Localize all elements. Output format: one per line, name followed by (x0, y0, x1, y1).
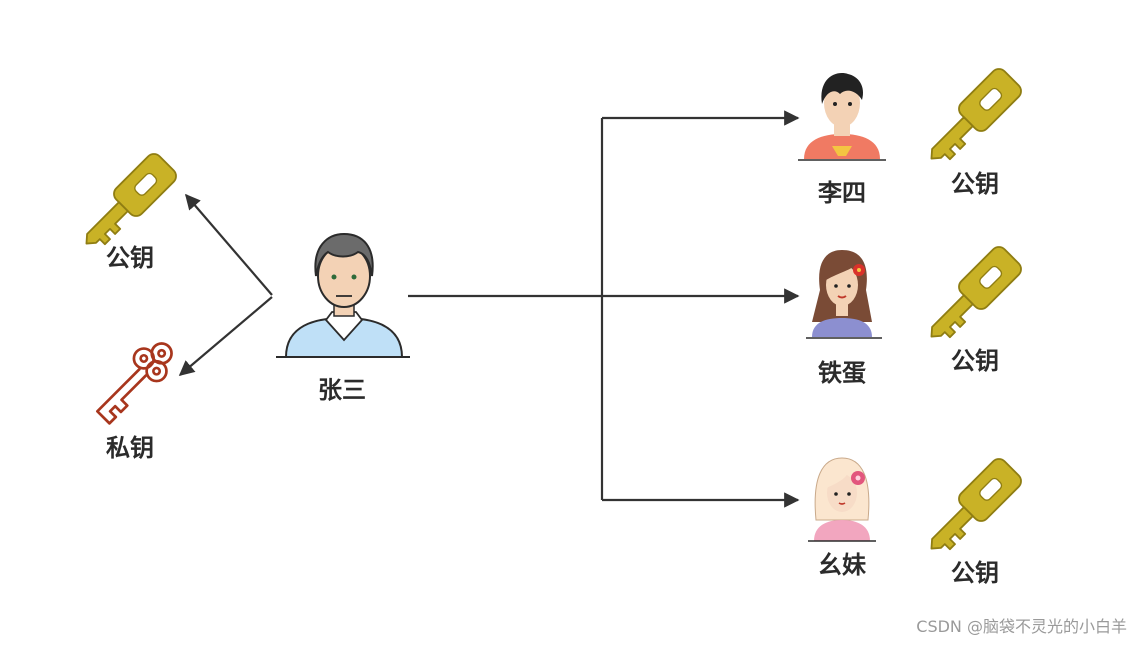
owner-private-key-label: 私钥 (106, 434, 154, 462)
recipient-key-label-3: 公钥 (951, 559, 999, 587)
arrow-to-public-key (184, 193, 273, 296)
recipient-avatar-3 (808, 457, 876, 542)
recipient-name-2: 铁蛋 (818, 359, 866, 387)
recipient-name-3: 幺妹 (818, 551, 866, 579)
recipient-key-label-1: 公钥 (951, 170, 999, 198)
recipient-avatar-1 (798, 73, 886, 161)
owner-avatar (276, 232, 410, 358)
owner-public-key-label: 公钥 (106, 244, 154, 272)
recipient-avatar-2 (806, 250, 882, 339)
arrow-to-private-key (178, 296, 273, 376)
recipient-public-key-icon-2 (917, 242, 1026, 351)
recipient-public-key-icon-1 (917, 64, 1026, 173)
owner-name: 张三 (318, 376, 366, 404)
arrows (178, 110, 800, 508)
watermark: CSDN @脑袋不灵光的小白羊 (916, 617, 1127, 636)
recipient-key-label-2: 公钥 (951, 347, 999, 375)
private-key-icon (85, 331, 184, 430)
public-key-icon (72, 149, 181, 258)
recipient-public-key-icon-3 (917, 454, 1026, 563)
recipient-name-1: 李四 (818, 179, 866, 207)
